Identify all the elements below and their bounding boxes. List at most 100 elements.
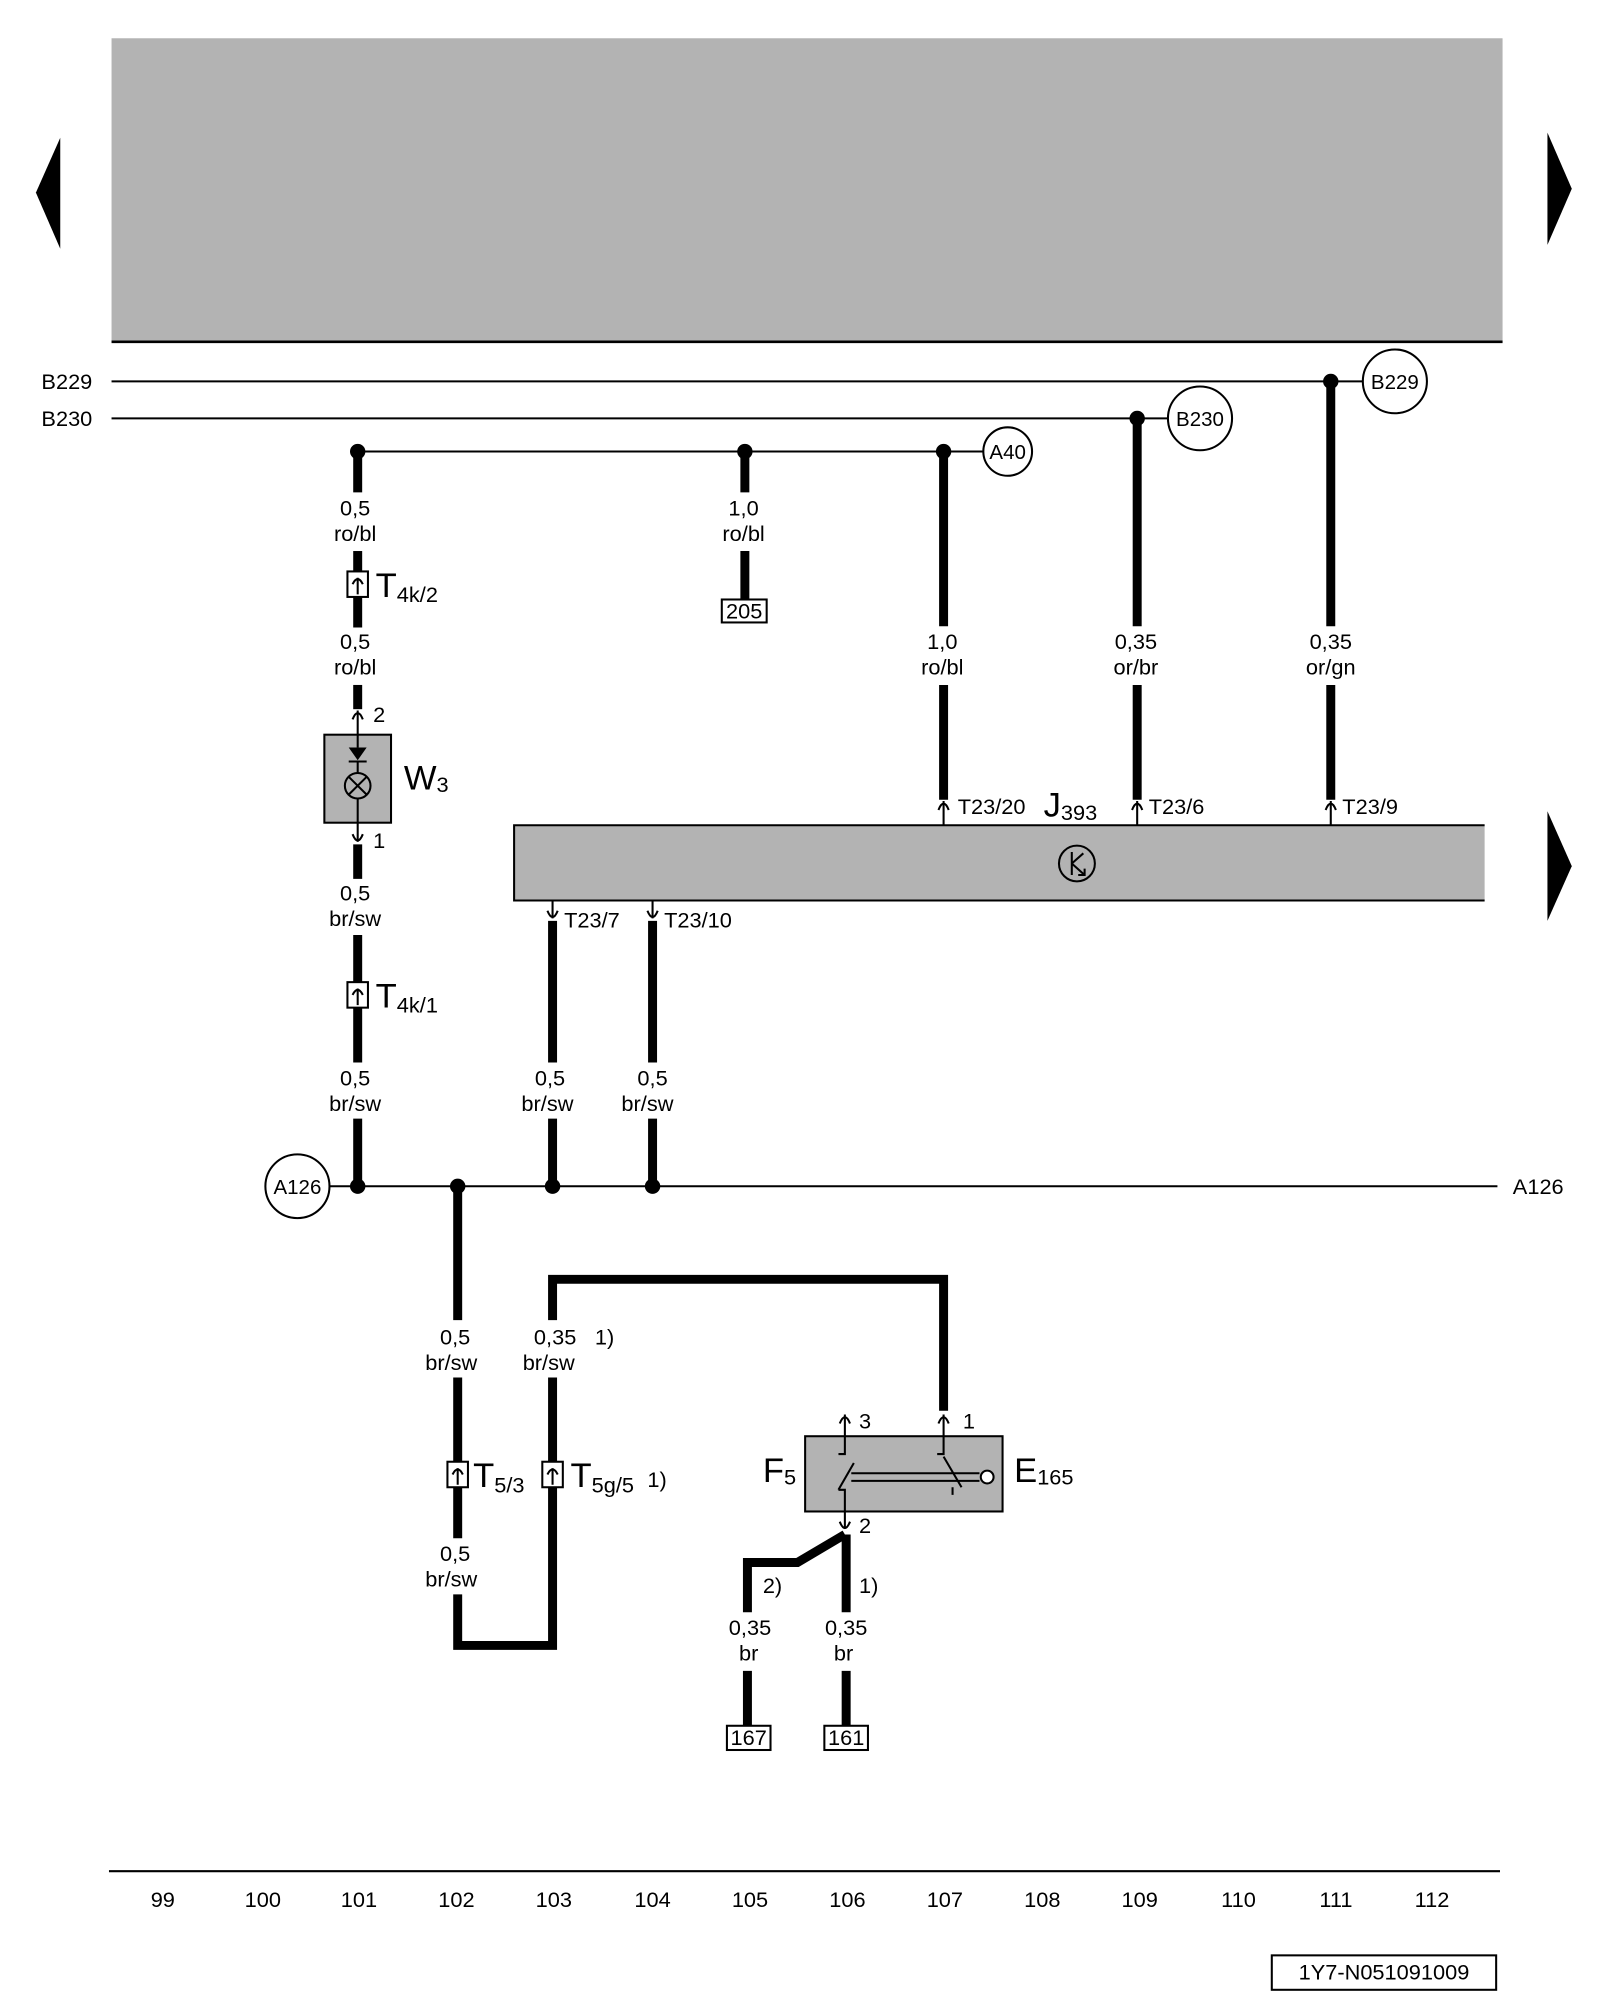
component-e165-label: E165 bbox=[1014, 1452, 1073, 1490]
component-j393-border bbox=[513, 824, 1485, 902]
wire-color-label: ro/bl bbox=[921, 655, 963, 680]
wire-size-label: 0,5 bbox=[340, 495, 370, 520]
ref-167-box bbox=[725, 1724, 772, 1752]
electronic-control-unit-icon bbox=[1057, 844, 1096, 883]
wire-segment bbox=[453, 1487, 558, 1650]
track-number: 101 bbox=[341, 1887, 377, 1912]
pin-3-label: 3 bbox=[859, 1409, 871, 1434]
pin-t23-9-label: T23/9 bbox=[1342, 794, 1398, 819]
pin-2-label: 2 bbox=[373, 702, 385, 727]
wire-size-label: 0,35 bbox=[825, 1615, 867, 1640]
pin-2-icon bbox=[838, 1511, 851, 1530]
bus-b229: B229 B229 bbox=[41, 348, 1428, 415]
header-panel-fill bbox=[111, 38, 1503, 342]
connector-t5g5-note: 1) bbox=[647, 1467, 666, 1492]
wire-column-107: 1,0 ro/bl bbox=[921, 451, 963, 826]
wire-size-label: 0,5 bbox=[340, 629, 370, 654]
wire-size-label: 0,5 bbox=[440, 1541, 470, 1566]
ref-161-label: 161 bbox=[828, 1725, 864, 1750]
wire-outputs-105-106: 2) 1) 0,35 br 0,35 br 167 161 bbox=[725, 1530, 878, 1752]
wire-note-label: 1) bbox=[595, 1324, 614, 1349]
wire-size-label: 0,35 bbox=[1310, 629, 1352, 654]
next-page-arrow-icon[interactable] bbox=[1547, 132, 1572, 245]
wire-color-label: br/sw bbox=[329, 1091, 381, 1116]
wire-color-label: or/br bbox=[1114, 655, 1159, 680]
wire-color-label: br bbox=[739, 1641, 758, 1666]
connector-pin-icon bbox=[351, 988, 364, 1006]
wire-size-label: 0,35 bbox=[729, 1615, 771, 1640]
pin-t23-7-icon bbox=[546, 900, 559, 919]
wire-size-label: 0,35 bbox=[1115, 629, 1157, 654]
component-e165: 3 1 F5 E165 2 bbox=[763, 1409, 1074, 1539]
wire-color-label: br/sw bbox=[621, 1091, 673, 1116]
component-f5-label: F5 bbox=[763, 1452, 796, 1490]
pin-t23-10-icon bbox=[646, 900, 659, 919]
component-j393: T23/20 J393 T23/6 T23/9 T23/7 T23/10 bbox=[513, 786, 1485, 932]
pin-1-label: 1 bbox=[963, 1409, 975, 1434]
wire-size-label: 0,35 bbox=[534, 1324, 576, 1349]
ref-a40-label: A40 bbox=[989, 441, 1025, 464]
ref-a40-circle bbox=[982, 426, 1034, 477]
pin-2-icon bbox=[351, 710, 364, 735]
ref-b230-circle bbox=[1166, 385, 1234, 452]
ref-205-label: 205 bbox=[726, 599, 762, 624]
track-number: 103 bbox=[536, 1887, 572, 1912]
wire-column-109: 0,35 or/br bbox=[1114, 418, 1159, 826]
wire-note-label: 1) bbox=[859, 1573, 878, 1598]
wire-color-label: br/sw bbox=[425, 1567, 477, 1592]
pin-1-icon bbox=[351, 822, 364, 842]
switch-e165-contact bbox=[937, 1436, 963, 1495]
track-number: 112 bbox=[1415, 1887, 1450, 1912]
connector-t5g5: T5g/5 1) bbox=[541, 1457, 667, 1497]
wire-column-104-j393: 0,5 br/sw bbox=[621, 920, 674, 1187]
header-panel bbox=[111, 38, 1503, 344]
track-number: 107 bbox=[927, 1887, 963, 1912]
wire-size-label: 0,5 bbox=[440, 1324, 470, 1349]
bus-a126-right-label: A126 bbox=[1513, 1174, 1564, 1199]
pin-t23-10-label: T23/10 bbox=[664, 907, 732, 932]
bus-b229-label: B229 bbox=[41, 369, 92, 394]
connector-pin-icon bbox=[451, 1468, 464, 1485]
continue-right-arrow-icon[interactable] bbox=[1547, 811, 1572, 921]
ref-b229-circle bbox=[1361, 348, 1428, 415]
component-j393-box bbox=[514, 825, 1485, 901]
switch-contact-icon bbox=[837, 1436, 995, 1512]
document-id-label: 1Y7-N051091009 bbox=[1299, 1960, 1470, 1985]
pin-t23-20-icon bbox=[937, 801, 950, 826]
track-number: 104 bbox=[634, 1887, 670, 1912]
wire-color-label: ro/bl bbox=[334, 655, 376, 680]
connector-t5g5-label: T5g/5 bbox=[571, 1457, 635, 1497]
connector-t4k1: T4k/1 bbox=[346, 978, 438, 1018]
wire-size-label: 0,5 bbox=[340, 1066, 370, 1091]
pin-t23-6-icon bbox=[1131, 801, 1144, 826]
ecu-symbol-circle bbox=[1057, 844, 1096, 883]
track-number: 109 bbox=[1122, 1887, 1158, 1912]
track-number: 106 bbox=[829, 1887, 865, 1912]
pin-1-icon bbox=[937, 1414, 950, 1437]
wire-color-label: or/gn bbox=[1306, 655, 1356, 680]
ref-b230-label: B230 bbox=[1176, 408, 1224, 431]
component-w3: 2 W3 1 bbox=[323, 702, 449, 853]
wire-segment bbox=[548, 1274, 949, 1411]
pin-1-label: 1 bbox=[373, 828, 385, 853]
diode-icon bbox=[348, 734, 367, 773]
switch-actuator bbox=[979, 1469, 995, 1485]
previous-page-arrow-icon[interactable] bbox=[35, 137, 61, 249]
wire-size-label: 0,5 bbox=[340, 881, 370, 906]
track-number: 108 bbox=[1024, 1887, 1060, 1912]
bus-b230-label: B230 bbox=[41, 406, 92, 431]
wire-size-label: 1,0 bbox=[728, 495, 758, 520]
ref-a126-label: A126 bbox=[273, 1176, 321, 1199]
track-number: 102 bbox=[438, 1887, 474, 1912]
wire-color-label: br/sw bbox=[523, 1350, 575, 1375]
wire-size-label: 1,0 bbox=[927, 629, 957, 654]
connector-t53: T5/3 bbox=[446, 1457, 525, 1497]
splice-dot bbox=[644, 1178, 661, 1194]
pin-t23-6-label: T23/6 bbox=[1149, 794, 1205, 819]
document-id-box bbox=[1270, 1954, 1498, 1991]
wire-color-label: ro/bl bbox=[722, 521, 764, 546]
track-number-bar: 99 100 101 102 103 104 105 106 107 108 1… bbox=[108, 1870, 1501, 1912]
connector-t4k2: T4k/2 bbox=[346, 567, 438, 607]
wire-color-label: br/sw bbox=[425, 1350, 477, 1375]
component-j393-label: J393 bbox=[1044, 786, 1098, 825]
